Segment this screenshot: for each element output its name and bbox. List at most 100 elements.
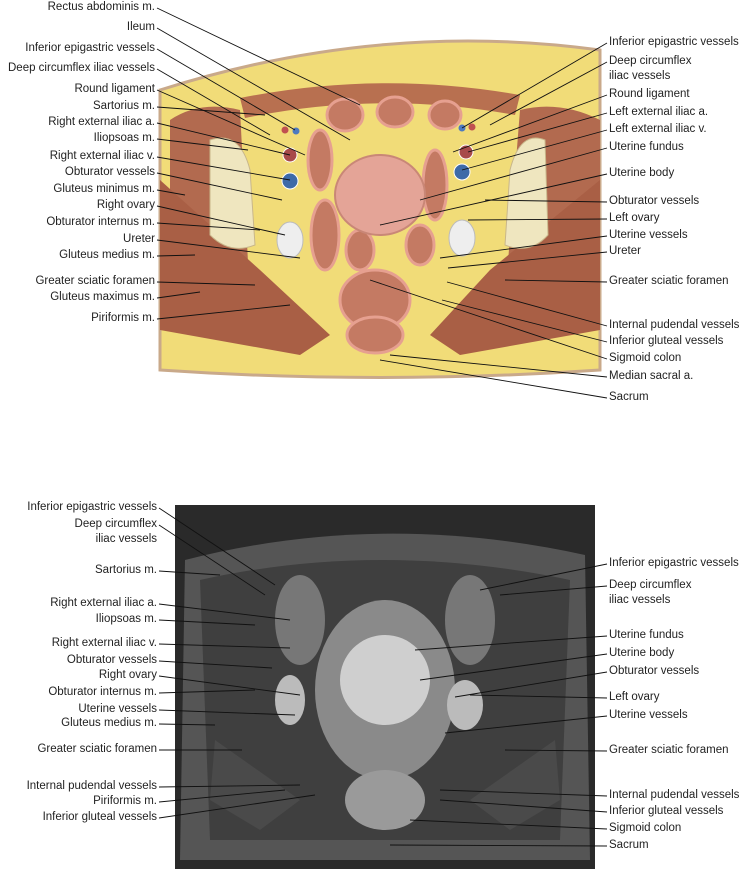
- leader-line: [158, 570, 221, 576]
- label-uterine-fundus: Uterine fundus: [609, 141, 684, 153]
- pelvis-illustration: [158, 39, 602, 379]
- leader-line: [489, 61, 608, 126]
- label-sartorius-m: Sartorius m.: [95, 564, 157, 576]
- leader-line: [504, 749, 608, 752]
- leader-line: [379, 173, 608, 226]
- leader-line: [156, 48, 296, 131]
- label-uterine-vessels: Uterine vessels: [78, 703, 157, 715]
- label-sacrum: Sacrum: [609, 391, 649, 403]
- mri-image: [175, 505, 595, 869]
- leader-line: [158, 723, 216, 726]
- leader-line: [156, 138, 249, 151]
- label-left-external-iliac-v: Left external iliac v.: [609, 123, 707, 135]
- label-right-ovary: Right ovary: [98, 669, 157, 681]
- label-left-ovary: Left ovary: [609, 212, 660, 224]
- leader-line: [158, 524, 266, 596]
- label-iliopsoas-m: Iliopsoas m.: [93, 132, 155, 144]
- label-rectus-abdominis-m: Rectus abdominis m.: [47, 1, 155, 13]
- leader-line: [156, 222, 261, 231]
- label-uterine-body: Uterine body: [609, 167, 675, 179]
- leader-line: [156, 172, 283, 201]
- leader-line: [156, 27, 351, 141]
- leader-line: [504, 279, 608, 283]
- leader-line: [479, 563, 608, 591]
- label-obturator-vessels: Obturator vessels: [66, 654, 157, 666]
- leader-line: [156, 254, 196, 257]
- leader-line: [439, 789, 608, 797]
- label-inferior-epigastric-vessels: Inferior epigastric vessels: [27, 501, 157, 513]
- leader-line: [379, 359, 608, 399]
- leader-line: [454, 671, 608, 698]
- label-left-ovary: Left ovary: [609, 691, 660, 703]
- leader-line: [158, 784, 301, 788]
- leader-line: [419, 147, 608, 201]
- label-deep-circumflex-iliac-vessels: Deep circumflex iliac vessels: [74, 518, 157, 545]
- label-median-sacral-a: Median sacral a.: [609, 370, 694, 382]
- label-right-external-iliac-a: Right external iliac a.: [48, 116, 155, 128]
- label-obturator-internus-m: Obturator internus m.: [48, 686, 157, 698]
- label-inferior-gluteal-vessels: Inferior gluteal vessels: [42, 811, 157, 823]
- leader-line: [156, 89, 306, 156]
- leader-line: [369, 279, 608, 360]
- leader-line: [414, 635, 608, 651]
- label-uterine-body: Uterine body: [609, 647, 675, 659]
- leader-line: [158, 794, 316, 819]
- leader-line: [158, 660, 273, 669]
- label-obturator-vessels: Obturator vessels: [609, 665, 700, 677]
- leader-line: [156, 304, 291, 320]
- label-gluteus-minimus-m: Gluteus minimus m.: [53, 183, 155, 195]
- label-uterine-vessels: Uterine vessels: [609, 709, 688, 721]
- label-ureter: Ureter: [123, 233, 155, 245]
- label-round-ligament: Round ligament: [74, 83, 155, 95]
- leader-line: [158, 619, 256, 626]
- label-piriformis-m: Piriformis m.: [91, 312, 155, 324]
- leader-line: [156, 239, 301, 259]
- leader-line: [409, 819, 608, 830]
- label-inferior-epigastric-vessels: Inferior epigastric vessels: [25, 42, 155, 54]
- label-greater-sciatic-foramen: Greater sciatic foramen: [609, 744, 729, 756]
- leader-line: [158, 643, 291, 649]
- leader-line: [158, 507, 276, 586]
- leader-line: [156, 68, 271, 136]
- leader-line: [156, 156, 291, 181]
- leader-lines: [156, 7, 608, 847]
- label-inferior-epigastric-vessels: Inferior epigastric vessels: [609, 36, 739, 48]
- leader-line: [444, 715, 608, 734]
- leader-line: [158, 689, 256, 694]
- leader-line: [461, 42, 608, 129]
- label-inferior-gluteal-vessels: Inferior gluteal vessels: [609, 805, 724, 817]
- label-sigmoid-colon: Sigmoid colon: [609, 822, 682, 834]
- leader-line: [156, 291, 201, 299]
- label-internal-pudendal-vessels: Internal pudendal vessels: [609, 789, 740, 801]
- label-ileum: Ileum: [126, 21, 155, 33]
- label-obturator-vessels: Obturator vessels: [609, 195, 700, 207]
- label-internal-pudendal-vessels: Internal pudendal vessels: [609, 319, 740, 331]
- leader-line: [446, 281, 608, 327]
- leader-line: [461, 129, 608, 171]
- label-gluteus-medius-m: Gluteus medius m.: [59, 249, 155, 261]
- leader-line: [452, 94, 608, 153]
- leader-line: [419, 653, 608, 681]
- label-sartorius-m: Sartorius m.: [93, 100, 155, 112]
- leader-line: [389, 844, 608, 847]
- label-left-external-iliac-a: Left external iliac a.: [609, 106, 709, 118]
- label-right-external-iliac-v: Right external iliac v.: [49, 150, 155, 162]
- label-greater-sciatic-foramen: Greater sciatic foramen: [37, 743, 157, 755]
- leader-line: [156, 106, 266, 116]
- label-piriformis-m: Piriformis m.: [93, 795, 157, 807]
- label-deep-circumflex-iliac-vessels: Deep circumflex iliac vessels: [609, 579, 692, 606]
- label-obturator-internus-m: Obturator internus m.: [46, 216, 155, 228]
- leader-line: [499, 585, 608, 596]
- leader-line: [156, 7, 361, 106]
- leader-line: [158, 789, 286, 803]
- leader-line: [158, 675, 301, 696]
- label-deep-circumflex-iliac-vessels: Deep circumflex iliac vessels: [609, 55, 692, 82]
- label-sigmoid-colon: Sigmoid colon: [609, 352, 682, 364]
- label-sacrum: Sacrum: [609, 839, 649, 851]
- label-uterine-fundus: Uterine fundus: [609, 629, 684, 641]
- leader-line: [156, 205, 286, 236]
- label-internal-pudendal-vessels: Internal pudendal vessels: [26, 780, 157, 792]
- leader-line: [439, 799, 608, 813]
- leader-line: [467, 112, 608, 153]
- leader-line: [156, 122, 291, 156]
